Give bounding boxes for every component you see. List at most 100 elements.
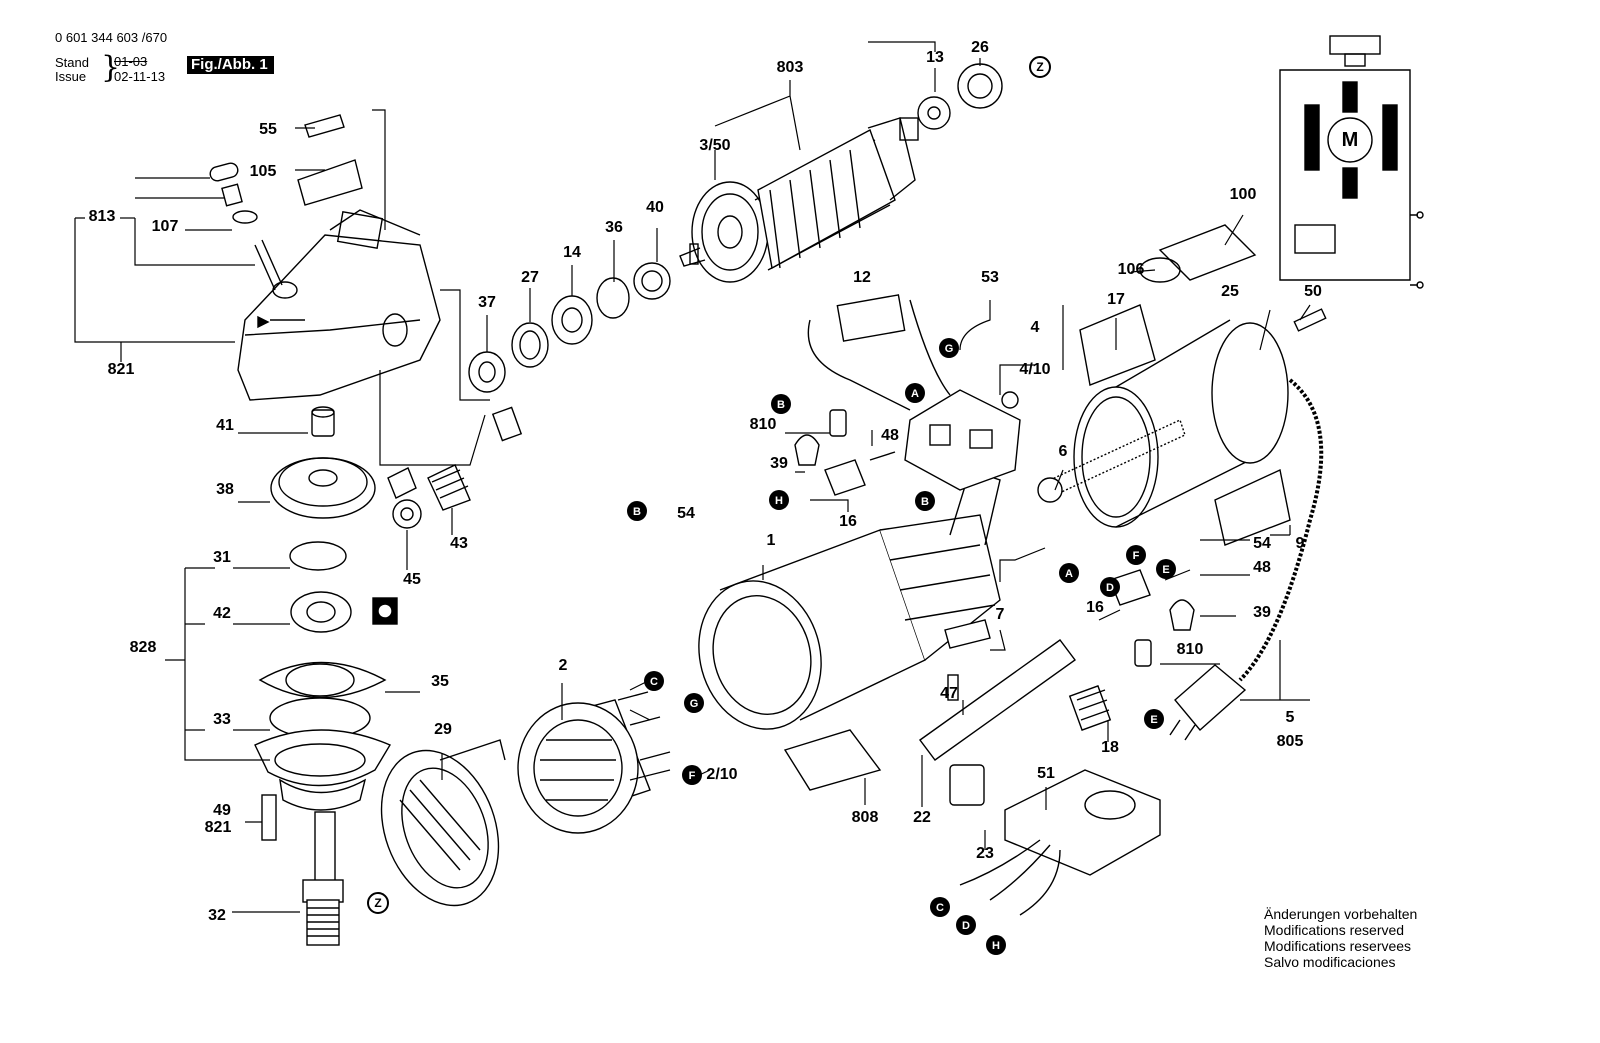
- motor-housing: [698, 469, 1001, 730]
- connector-marker-b: B: [771, 394, 791, 414]
- callout-label: 1: [767, 532, 776, 549]
- callout-label: 33: [213, 711, 231, 728]
- svg-text:Z: Z: [374, 896, 381, 910]
- connector-marker-z: Z: [1029, 56, 1051, 78]
- callout-label: 805: [1277, 733, 1304, 750]
- callout-label: 813: [89, 208, 116, 225]
- connector-marker-e: E: [1144, 709, 1164, 729]
- callout-label: 106: [1118, 261, 1145, 278]
- svg-text:C: C: [650, 676, 658, 688]
- switch-assembly: [794, 294, 1195, 806]
- callout-label: 55: [259, 121, 277, 138]
- callout-label: 31: [213, 549, 231, 566]
- callout-label: 25: [1221, 283, 1239, 300]
- svg-text:E: E: [1162, 564, 1169, 576]
- armature-assembly: [468, 63, 1003, 442]
- callout-label: 32: [208, 907, 226, 924]
- svg-text:B: B: [633, 506, 641, 518]
- motor-symbol-label: M: [1342, 129, 1359, 151]
- connector-marker-d: D: [1100, 577, 1120, 597]
- svg-text:B: B: [777, 399, 785, 411]
- callout-label: 7: [996, 606, 1005, 623]
- stator: [517, 691, 671, 834]
- electronic-module: [959, 769, 1161, 916]
- callout-label: 40: [646, 199, 664, 216]
- connector-marker-g: G: [684, 693, 704, 713]
- callout-label: 16: [1086, 599, 1104, 616]
- callout-label: 53: [981, 269, 999, 286]
- connector-marker-h: H: [769, 490, 789, 510]
- svg-text:Z: Z: [1036, 60, 1043, 74]
- callout-label: 22: [913, 809, 931, 826]
- callout-label: 4: [1031, 319, 1040, 336]
- issue-date: 02-11-13: [114, 69, 166, 84]
- callout-label: 35: [431, 673, 449, 690]
- callout-label: 821: [108, 361, 135, 378]
- motor-cover: [1037, 224, 1327, 741]
- connector-marker-c: C: [930, 897, 950, 917]
- callout-label: 13: [926, 49, 944, 66]
- connector-marker-d: D: [956, 915, 976, 935]
- connector-marker-b: B: [627, 501, 647, 521]
- changes-line-es: Salvo modificaciones: [1264, 954, 1396, 970]
- callout-label: 9: [1296, 535, 1305, 552]
- issue-label: Issue: [55, 69, 87, 84]
- callout-label: 47: [940, 685, 958, 702]
- callout-label: 14: [563, 244, 581, 261]
- changes-line-de: Änderungen vorbehalten: [1264, 906, 1418, 922]
- callout-label: 6: [1059, 443, 1068, 460]
- callout-label: 12: [853, 269, 871, 286]
- svg-text:H: H: [992, 940, 1000, 952]
- callout-label: 26: [971, 39, 989, 56]
- callout-label: 54: [677, 505, 695, 522]
- svg-text:F: F: [1133, 550, 1140, 562]
- callout-label: 105: [250, 163, 277, 180]
- callout-label: 100: [1230, 186, 1257, 203]
- callout-label: 48: [1253, 559, 1271, 576]
- connector-marker-b: B: [915, 491, 935, 511]
- callout-label: 45: [403, 571, 421, 588]
- document-number: 0 601 344 603 /670: [55, 30, 168, 45]
- callout-label: 17: [1107, 291, 1125, 308]
- callout-label: 821: [205, 819, 232, 836]
- svg-text:G: G: [690, 698, 699, 710]
- callout-label: 51: [1037, 765, 1055, 782]
- callout-label: 41: [216, 417, 234, 434]
- connector-marker-e: E: [1156, 559, 1176, 579]
- svg-text:H: H: [775, 495, 783, 507]
- svg-text:C: C: [936, 902, 944, 914]
- callout-label: 803: [777, 59, 804, 76]
- changes-line-en: Modifications reserved: [1264, 922, 1405, 938]
- callout-label: 48: [881, 427, 899, 444]
- callout-label: 16: [839, 513, 857, 530]
- callout-label: 2/10: [706, 766, 737, 783]
- svg-text:E: E: [1150, 714, 1157, 726]
- svg-text:A: A: [911, 388, 919, 400]
- callout-label: 39: [1253, 604, 1271, 621]
- svg-text:G: G: [945, 343, 954, 355]
- connector-marker-a: A: [1059, 563, 1079, 583]
- callout-label: 107: [152, 218, 179, 235]
- leader-lines: [74, 41, 1311, 913]
- callout-label: 54: [1253, 535, 1271, 552]
- callout-label: 27: [521, 269, 539, 286]
- callout-label: 4/10: [1019, 361, 1050, 378]
- connector-marker-c: C: [644, 671, 664, 691]
- callout-label: 39: [770, 455, 788, 472]
- connector-marker-h: H: [986, 935, 1006, 955]
- svg-text:D: D: [1106, 582, 1114, 594]
- brace-glyph: }: [101, 50, 121, 85]
- stand-date: 01-03: [114, 54, 148, 69]
- figure-label: Fig./Abb. 1: [187, 56, 274, 74]
- gear-housing: [209, 114, 441, 401]
- stand-label: Stand: [55, 55, 89, 70]
- connector-marker-g: G: [939, 338, 959, 358]
- callout-label: 38: [216, 481, 234, 498]
- callout-label: 42: [213, 605, 231, 622]
- changes-line-fr: Modifications reservees: [1264, 938, 1412, 954]
- connector-marker-a: A: [905, 383, 925, 403]
- fan-guard: [380, 739, 506, 907]
- svg-text:A: A: [1065, 568, 1073, 580]
